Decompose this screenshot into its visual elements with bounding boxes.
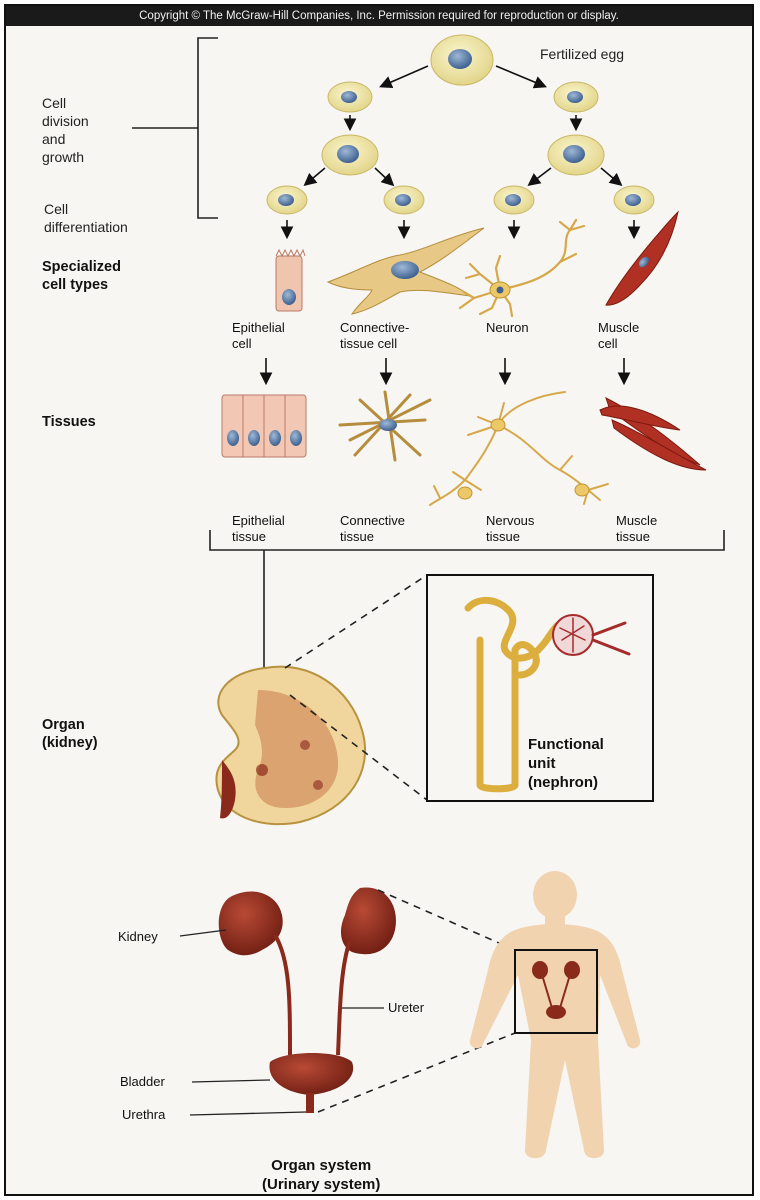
ureter-label: Ureter xyxy=(388,1000,425,1015)
urinary-kidneys xyxy=(218,887,396,956)
lineage-arrows xyxy=(259,65,641,386)
body-urinary-miniature xyxy=(532,961,580,1019)
neuron-illustration xyxy=(458,218,586,318)
differentiating-cell xyxy=(383,185,425,215)
copyright-notice: Copyright © The McGraw-Hill Companies, I… xyxy=(6,6,752,26)
cell-differentiation-label: Cell differentiation xyxy=(44,201,128,235)
tissue-type-label: Connective tissue xyxy=(340,513,406,544)
organ-label: Organ (kidney) xyxy=(42,717,98,751)
connective-tissue-illustration xyxy=(338,390,432,462)
organ-system-label: Organ system (Urinary system) xyxy=(262,1157,381,1193)
nervous-tissue-illustration xyxy=(429,391,609,506)
dividing-cell xyxy=(553,81,599,113)
differentiating-cell xyxy=(613,185,655,215)
nephron-illustration xyxy=(464,596,631,793)
cell-division-label: Cell division and growth xyxy=(42,95,89,165)
cell-type-label: Neuron xyxy=(486,320,529,335)
functional-unit-label: Functional unit (nephron) xyxy=(528,736,604,791)
kidney-organ-illustration xyxy=(215,665,367,826)
tissue-type-label: Nervous tissue xyxy=(486,513,535,544)
epithelial-cell-illustration xyxy=(275,248,306,312)
fertilized-egg-cell xyxy=(430,34,494,86)
body-inset-box xyxy=(514,949,598,1034)
tissue-bracket xyxy=(209,530,725,668)
tissue-type-label: Epithelial tissue xyxy=(232,513,285,544)
dividing-cell xyxy=(327,81,373,113)
tissues-label: Tissues xyxy=(42,414,96,430)
urinary-label-leaders xyxy=(179,929,384,1116)
kidney-label: Kidney xyxy=(118,929,158,944)
differentiating-cell xyxy=(266,185,308,215)
cell-type-label: Epithelial cell xyxy=(232,320,285,351)
urinary-bladder xyxy=(269,1053,354,1113)
body-zoom-lines xyxy=(317,889,516,1113)
differentiating-cell xyxy=(493,185,535,215)
tissue-type-label: Muscle tissue xyxy=(616,513,658,544)
cell-type-label: Muscle cell xyxy=(598,320,640,351)
urinary-ureters xyxy=(273,933,352,1056)
division-bracket xyxy=(132,37,218,219)
urethra-label: Urethra xyxy=(122,1107,166,1122)
epithelial-tissue-illustration xyxy=(221,394,307,458)
muscle-tissue-illustration xyxy=(599,397,707,471)
connective-tissue-cell-illustration xyxy=(326,227,485,315)
specialized-cell-types-label: Specialized cell types xyxy=(42,259,121,293)
growing-cell xyxy=(321,134,379,176)
fertilized-egg-label: Fertilized egg xyxy=(540,46,625,62)
nephron-zoom-lines xyxy=(284,574,428,801)
nephron-inset-box xyxy=(426,574,654,802)
bladder-label: Bladder xyxy=(120,1074,165,1089)
cell-type-label: Connective- tissue cell xyxy=(340,320,410,351)
growing-cell xyxy=(547,134,605,176)
muscle-cell-illustration xyxy=(605,210,679,306)
